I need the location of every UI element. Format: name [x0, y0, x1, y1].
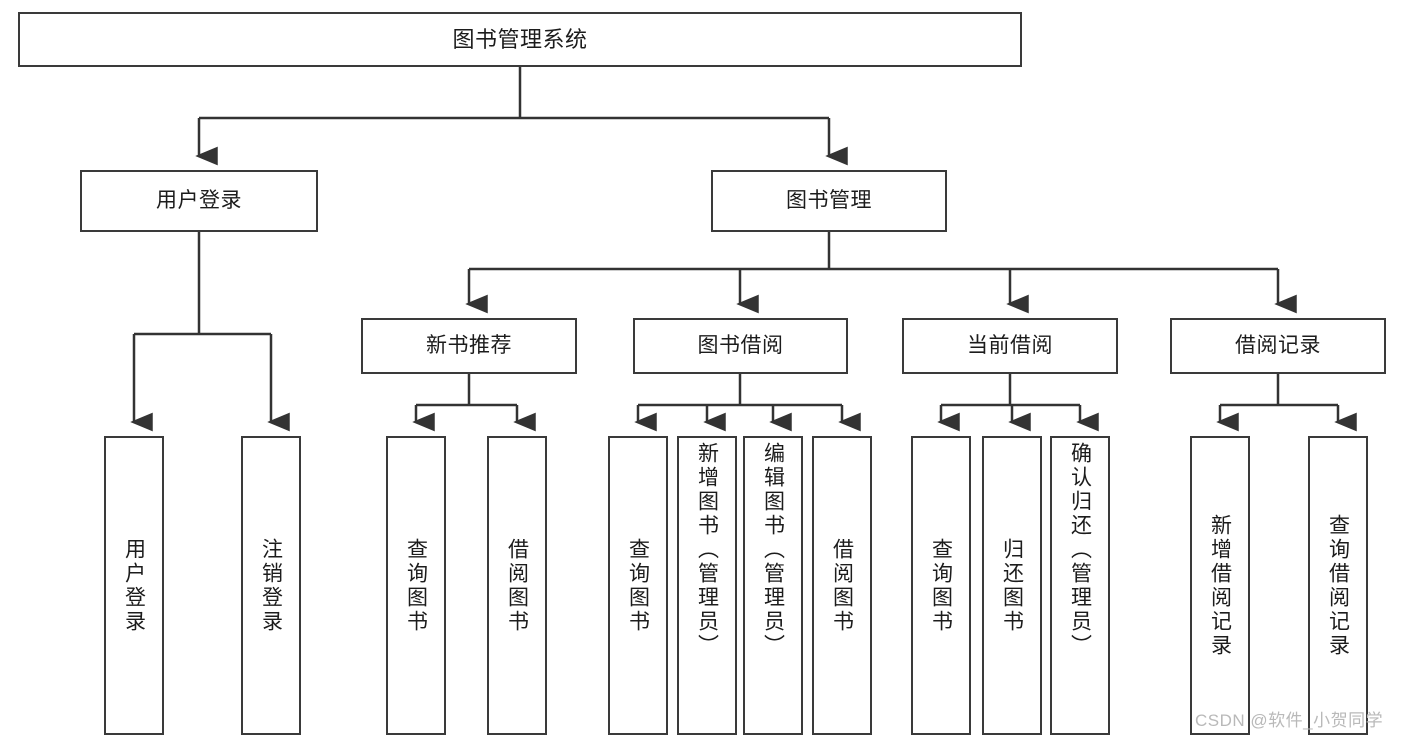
node-leaf-query-book-3-label: 查询图书	[929, 537, 953, 634]
node-leaf-confirm-return-label: 确认归还（管理员）	[1068, 442, 1092, 658]
node-leaf-borrow-book-2-label: 借阅图书	[830, 537, 854, 634]
watermark: CSDN @软件_小贺同学	[1195, 711, 1384, 730]
node-leaf-borrow-book-1-label: 借阅图书	[505, 537, 529, 634]
node-leaf-query-book-1[interactable]: 查询图书	[386, 436, 446, 735]
node-current-borrow-label: 当前借阅	[967, 333, 1053, 357]
node-leaf-user-login-label: 用户登录	[122, 537, 146, 634]
node-leaf-user-login[interactable]: 用户登录	[104, 436, 164, 735]
node-current-borrow[interactable]: 当前借阅	[902, 318, 1118, 374]
node-borrow-record[interactable]: 借阅记录	[1170, 318, 1386, 374]
node-leaf-return-book[interactable]: 归还图书	[982, 436, 1042, 735]
node-leaf-query-book-3[interactable]: 查询图书	[911, 436, 971, 735]
node-user-login-label: 用户登录	[156, 188, 242, 212]
node-user-login[interactable]: 用户登录	[80, 170, 318, 232]
node-new-book-recommend[interactable]: 新书推荐	[361, 318, 577, 374]
node-leaf-borrow-book-2[interactable]: 借阅图书	[812, 436, 872, 735]
node-root[interactable]: 图书管理系统	[18, 12, 1022, 67]
node-leaf-confirm-return[interactable]: 确认归还（管理员）	[1050, 436, 1110, 735]
node-book-manage-label: 图书管理	[786, 188, 872, 212]
node-leaf-query-book-1-label: 查询图书	[404, 537, 428, 634]
node-book-borrow[interactable]: 图书借阅	[633, 318, 848, 374]
node-leaf-edit-book[interactable]: 编辑图书（管理员）	[743, 436, 803, 735]
node-leaf-query-borrow-record[interactable]: 查询借阅记录	[1308, 436, 1368, 735]
node-leaf-borrow-book-1[interactable]: 借阅图书	[487, 436, 547, 735]
node-leaf-add-book-label: 新增图书（管理员）	[695, 442, 719, 658]
node-leaf-user-logout[interactable]: 注销登录	[241, 436, 301, 735]
node-leaf-add-borrow-record[interactable]: 新增借阅记录	[1190, 436, 1250, 735]
node-leaf-query-borrow-record-label: 查询借阅记录	[1326, 513, 1350, 658]
node-root-label: 图书管理系统	[452, 26, 588, 52]
node-borrow-record-label: 借阅记录	[1235, 333, 1321, 357]
node-leaf-add-borrow-record-label: 新增借阅记录	[1208, 513, 1232, 658]
node-new-book-recommend-label: 新书推荐	[426, 333, 512, 357]
node-leaf-add-book[interactable]: 新增图书（管理员）	[677, 436, 737, 735]
node-leaf-edit-book-label: 编辑图书（管理员）	[761, 442, 785, 658]
node-book-manage[interactable]: 图书管理	[711, 170, 947, 232]
node-leaf-return-book-label: 归还图书	[1000, 537, 1024, 634]
node-book-borrow-label: 图书借阅	[697, 333, 784, 357]
node-leaf-query-book-2[interactable]: 查询图书	[608, 436, 668, 735]
node-leaf-user-logout-label: 注销登录	[259, 537, 283, 634]
node-leaf-query-book-2-label: 查询图书	[626, 537, 650, 634]
